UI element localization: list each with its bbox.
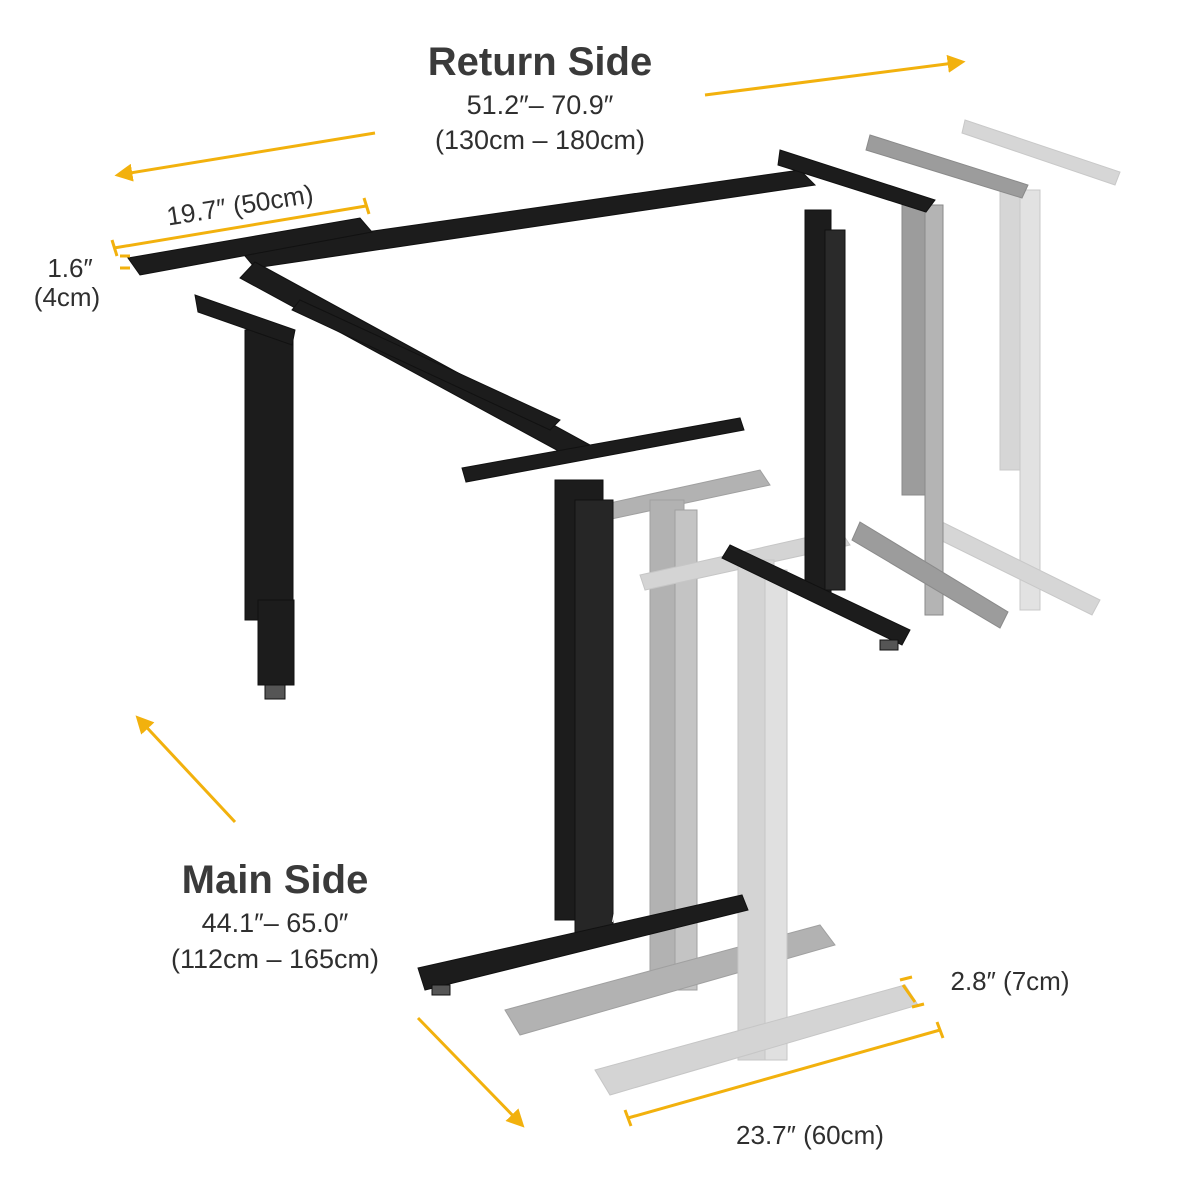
return-side-arrow-right (704, 54, 966, 97)
plate-width-dimension-line (113, 204, 367, 250)
foot-height-label: 2.8″ (7cm) (950, 966, 1070, 996)
dimension-arrows (110, 54, 966, 1128)
main-side-title: Main Side (181, 858, 369, 902)
foot-height-dimension-line (901, 984, 917, 1003)
return-leg-ghost-mid (851, 134, 1029, 629)
foot-length-dimension-line (627, 1028, 941, 1120)
foot-length-label: 23.7″ (60cm) (736, 1120, 884, 1150)
main-side-range-cm: (112cm – 165cm) (170, 944, 380, 974)
return-side-range-cm: (130cm – 180cm) (434, 125, 646, 155)
plate-thickness-cm-label: (4cm) (33, 282, 101, 312)
return-side-title: Return Side (427, 40, 653, 84)
return-leg-ghost-light (929, 119, 1121, 616)
main-side-arrow-up (135, 715, 237, 824)
return-side-arrow-left (114, 131, 376, 182)
desk-frame-black (127, 149, 936, 996)
plate-thickness-inches-label: 1.6″ (47, 253, 93, 283)
main-side-arrow-down (416, 1016, 525, 1128)
return-side-range-inches: 51.2″– 70.9″ (466, 90, 614, 120)
main-side-range-inches: 44.1″– 65.0″ (201, 908, 349, 938)
